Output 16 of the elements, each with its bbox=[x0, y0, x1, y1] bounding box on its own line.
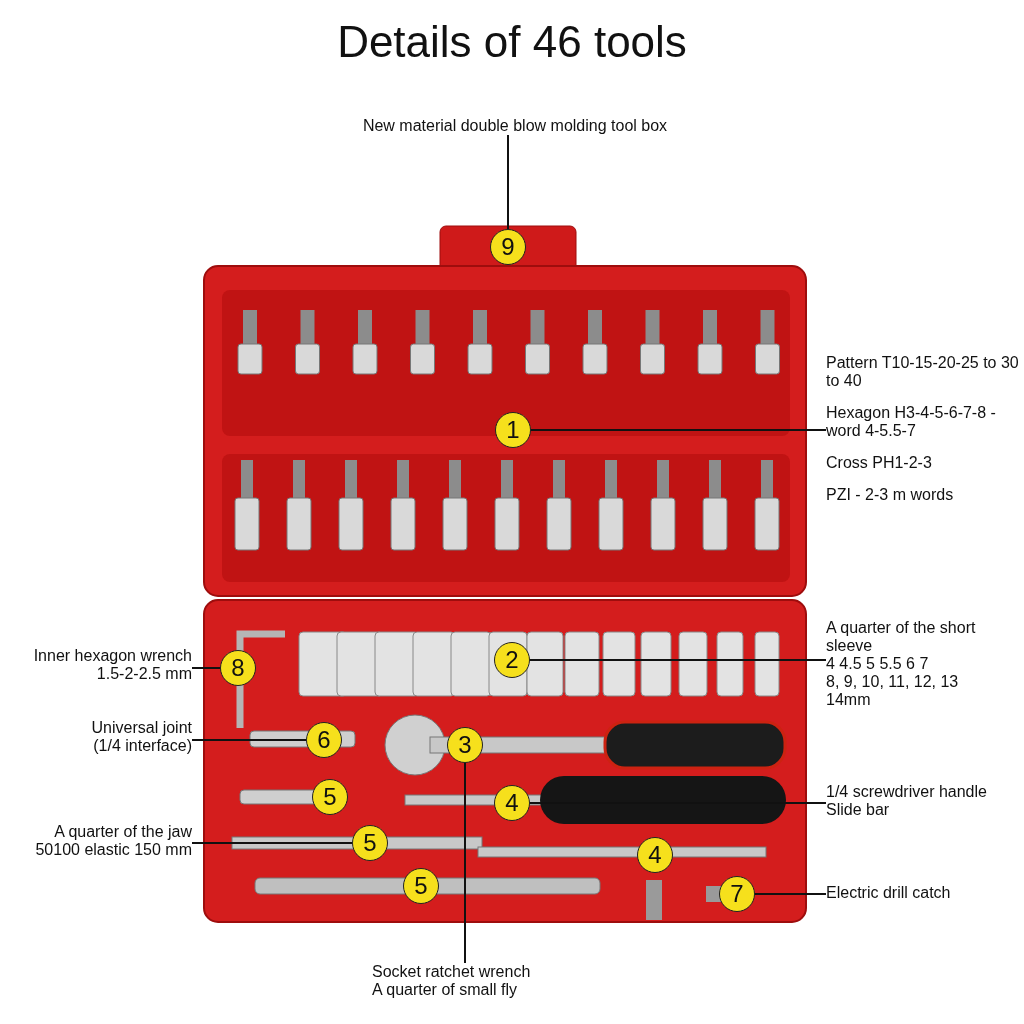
callout-label: A quarter of the jaw bbox=[54, 823, 192, 841]
title: Details of 46 tools bbox=[336, 16, 688, 68]
leader-line bbox=[191, 667, 221, 669]
callout-label: New material double blow molding tool box bbox=[362, 117, 668, 135]
callout-label: Universal joint bbox=[91, 719, 192, 737]
callout-label: A quarter of small fly bbox=[372, 981, 517, 999]
callout-label: 8, 9, 10, 11, 12, 13 bbox=[826, 673, 959, 691]
leader-line bbox=[507, 134, 509, 230]
leader-line bbox=[529, 659, 827, 661]
callout-label: Inner hexagon wrench bbox=[33, 647, 192, 665]
leader-line bbox=[191, 842, 353, 844]
leader-line bbox=[191, 739, 307, 741]
leader-line bbox=[464, 762, 466, 964]
leader-line bbox=[530, 429, 827, 431]
callout-label: (1/4 interface) bbox=[93, 737, 192, 755]
leader-line bbox=[754, 893, 827, 895]
